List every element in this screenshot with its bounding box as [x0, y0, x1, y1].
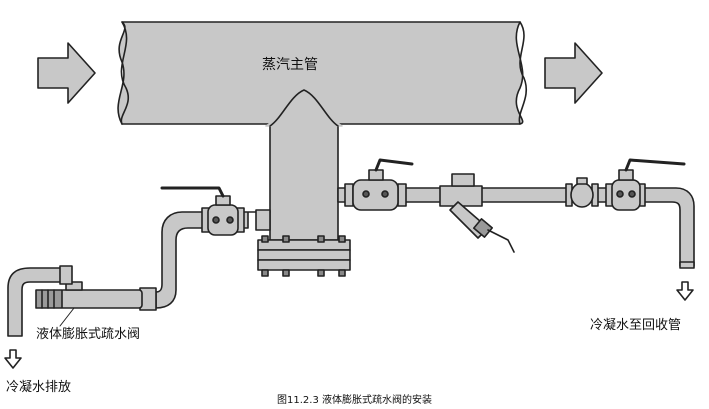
isolation-valve-far-right [605, 158, 686, 211]
trap-label: 液体膨胀式疏水阀 [36, 327, 141, 342]
recovery-label: 冷凝水至回收管 [590, 318, 682, 333]
main-pipe-label: 蒸汽主管 [262, 57, 318, 73]
liquid-expansion-trap [35, 281, 157, 327]
isolation-valve-left [160, 186, 245, 236]
isolation-valve-right [344, 158, 414, 211]
figure-caption: 图11.2.3 液体膨胀式疏水阀的安装 [277, 395, 432, 406]
sight-glass [565, 177, 599, 208]
strainer [439, 173, 515, 253]
flow-arrow-right-icon [544, 42, 603, 104]
drain-down-arrow-icon [4, 349, 22, 369]
flow-arrow-left-icon [37, 42, 96, 104]
drip-leg [265, 87, 343, 241]
drain-label: 冷凝水排放 [6, 380, 72, 395]
recovery-down-arrow-icon [676, 281, 694, 301]
steam-main-pipe [117, 21, 527, 125]
bottom-flange [257, 235, 351, 277]
drain-pipe [7, 265, 73, 337]
